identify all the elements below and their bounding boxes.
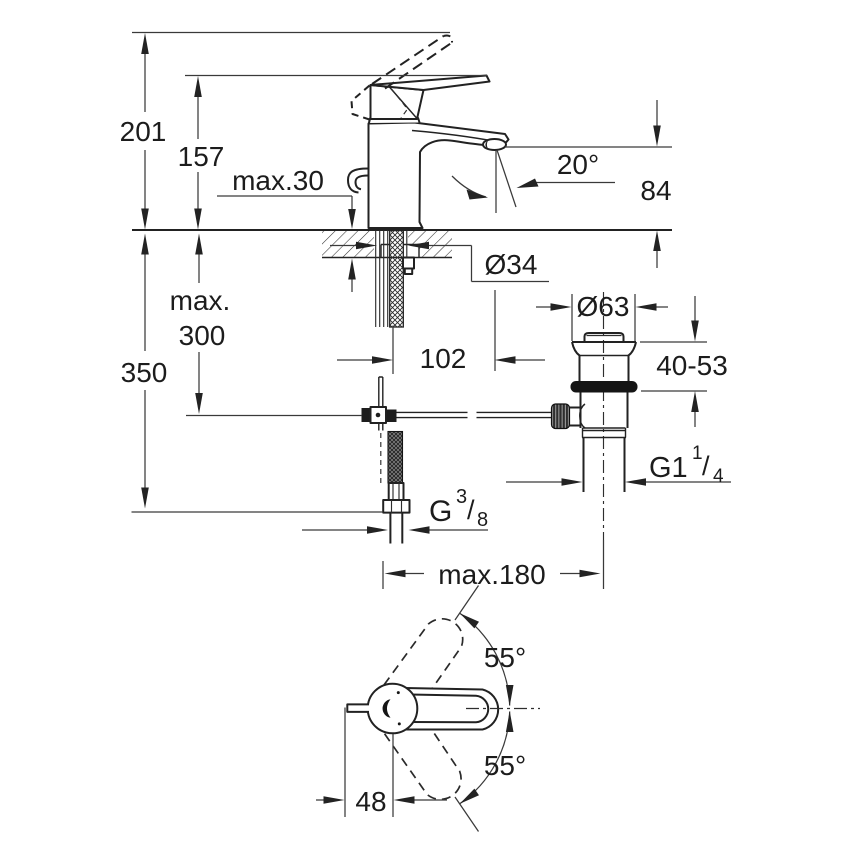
side-view-dimensions: 201 157 max.30 20° 84 Ø34 102 [120, 31, 731, 590]
dim-hose-length: 350 [121, 357, 168, 388]
dim-hose-note-1: max. [170, 285, 231, 316]
dim-hose-note-2: 300 [179, 320, 226, 351]
dim-supply-thread: G 3 / 8 [429, 486, 488, 531]
drain-waste-assembly [550, 292, 638, 540]
dim-waste-deck-range: 40-53 [656, 350, 728, 381]
dim-base-width: 48 [355, 786, 386, 817]
body-top-view [366, 682, 419, 735]
handle-swivel-down-dashed [382, 708, 462, 801]
handle-swivel-up-dashed [383, 617, 464, 710]
faucet-body [347, 34, 510, 229]
mounting-shank [375, 229, 408, 328]
dim-waste-flange: Ø63 [577, 291, 630, 322]
dim-outlet-height: 84 [640, 175, 671, 206]
lift-rod-knob [347, 167, 369, 194]
pop-up-rod [361, 376, 551, 487]
dim-spout-angle: 20° [557, 149, 599, 180]
lever-handle [369, 74, 491, 91]
waste-adjust-knob [550, 403, 571, 430]
dim-spout-projection: 102 [420, 343, 467, 374]
top-view-dimensions: 55° 55° 48 [316, 585, 526, 832]
dim-lever-height: 157 [178, 141, 225, 172]
spout-stub-top-view [346, 703, 369, 713]
dim-swivel-upper: 55° [484, 642, 526, 673]
top-view [346, 617, 540, 801]
waste-oring [570, 381, 638, 393]
supply-hex-nut [382, 499, 411, 514]
cartridge-mark [382, 699, 391, 718]
dim-waste-thread: G1 1 / 4 [649, 443, 724, 487]
body-and-spout [367, 121, 510, 229]
supply-hose [382, 430, 411, 544]
dim-overall-height: 201 [120, 116, 167, 147]
handle-top-view [404, 687, 500, 731]
lever-raised-dashed [350, 34, 454, 121]
dim-swivel-lower: 55° [484, 750, 526, 781]
dim-shank-diameter: Ø34 [485, 249, 538, 280]
dim-rod-reach: max.180 [438, 559, 545, 590]
aerator [482, 138, 507, 151]
dim-max-deck: max.30 [232, 165, 324, 196]
